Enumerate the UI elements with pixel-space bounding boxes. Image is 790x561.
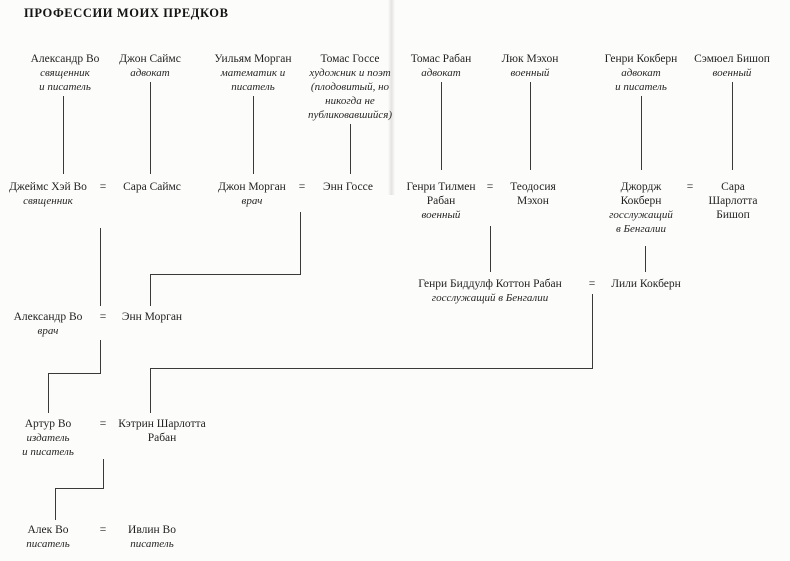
person-tomas-raban: Томас Рабан адвокат bbox=[381, 52, 501, 80]
person-profession: врач bbox=[37, 325, 59, 337]
person-profession: адвокат и писатель bbox=[615, 67, 667, 93]
person-name: Александр Во bbox=[13, 311, 83, 323]
person-profession: военный bbox=[421, 209, 461, 221]
page-fold-shadow bbox=[388, 0, 395, 195]
person-profession: военный bbox=[510, 67, 550, 79]
person-profession: госслужащий в Бенгалии bbox=[431, 292, 549, 304]
person-semyuel-bishop: Сэмюел Бишоп военный bbox=[672, 52, 790, 80]
person-name: Энн Морган bbox=[121, 311, 183, 323]
connector-line bbox=[55, 488, 56, 520]
connector-line bbox=[300, 212, 301, 274]
connector-line bbox=[641, 96, 642, 170]
person-name: Томас Рабан bbox=[410, 53, 472, 65]
person-name: Сэмюел Бишоп bbox=[694, 53, 770, 65]
connector-line bbox=[645, 246, 646, 272]
connector-line bbox=[350, 124, 351, 174]
person-artur-vo: Артур Во издатель и писатель bbox=[0, 417, 98, 459]
person-name: Сара Саймс bbox=[123, 181, 181, 193]
diagram-title: ПРОФЕССИИ МОИХ ПРЕДКОВ bbox=[24, 6, 229, 20]
person-profession: художник и поэт (плодовитый, но никогда … bbox=[307, 67, 393, 121]
person-name: Уильям Морган bbox=[214, 53, 292, 65]
connector-line bbox=[592, 294, 593, 368]
connector-line bbox=[63, 96, 64, 174]
person-genri-biddulf-kotton-raban: Генри Биддулф Коттон Рабан госслужащий в… bbox=[390, 277, 590, 305]
person-profession: адвокат bbox=[130, 67, 170, 79]
person-profession: адвокат bbox=[421, 67, 461, 79]
connector-line bbox=[150, 274, 151, 306]
person-profession: священник и писатель bbox=[39, 67, 91, 93]
connector-line bbox=[490, 226, 491, 272]
person-name: Генри Биддулф Коттон Рабан bbox=[418, 278, 562, 290]
connector-line bbox=[150, 274, 301, 275]
person-name: Ивлин Во bbox=[128, 524, 176, 536]
person-genri-tilmen-raban: Генри Тилмен Рабан военный bbox=[391, 180, 491, 222]
connector-line bbox=[48, 373, 49, 413]
connector-line bbox=[100, 228, 101, 306]
person-genri-kokbern: Генри Кокберн адвокат и писатель bbox=[581, 52, 701, 94]
person-sara-sharlotta-bishop: Сара Шарлотта Бишоп bbox=[688, 180, 778, 222]
person-name: Лили Кокберн bbox=[611, 278, 681, 290]
marriage-sign: = bbox=[486, 181, 494, 193]
person-profession: издатель и писатель bbox=[22, 432, 74, 458]
person-aleksandr-vo-doctor: Александр Во врач bbox=[0, 310, 98, 338]
person-name: Кэтрин Шарлотта Рабан bbox=[118, 418, 206, 444]
connector-line bbox=[441, 82, 442, 170]
connector-line bbox=[150, 368, 151, 413]
connector-line bbox=[100, 340, 101, 373]
connector-line bbox=[55, 488, 104, 489]
connector-line bbox=[530, 82, 531, 170]
person-sara-sayms: Сара Саймс bbox=[102, 180, 202, 194]
person-name: Генри Кокберн bbox=[604, 53, 678, 65]
person-lyuk-mehon: Люк Мэхон военный bbox=[470, 52, 590, 80]
connector-line bbox=[48, 373, 101, 374]
connector-line bbox=[253, 96, 254, 174]
person-dzhon-sayms: Джон Саймс адвокат bbox=[90, 52, 210, 80]
person-name: Энн Госсе bbox=[323, 181, 373, 193]
person-ivlin-vo: Ивлин Во писатель bbox=[102, 523, 202, 551]
person-profession: писатель bbox=[130, 538, 174, 550]
person-dzhordzh-kokbern: Джордж Кокберн госслужащий в Бенгалии bbox=[593, 180, 689, 236]
person-uilyam-morgan: Уильям Морган математик и писатель bbox=[193, 52, 313, 94]
person-teodosiya-mehon: Теодосия Мэхон bbox=[488, 180, 578, 208]
person-profession: математик и писатель bbox=[220, 67, 286, 93]
person-alek-vo: Алек Во писатель bbox=[0, 523, 98, 551]
person-name: Алек Во bbox=[27, 524, 69, 536]
connector-line bbox=[732, 82, 733, 170]
person-name: Александр Во bbox=[30, 53, 100, 65]
person-tomas-gosse: Томас Госсе художник и поэт (плодовитый,… bbox=[290, 52, 410, 122]
person-name: Артур Во bbox=[24, 418, 72, 430]
person-profession: госслужащий в Бенгалии bbox=[609, 209, 673, 235]
person-name: Джеймс Хэй Во bbox=[9, 181, 87, 193]
person-aleksandr-vo-elder: Александр Во священник и писатель bbox=[5, 52, 125, 94]
person-name: Теодосия Мэхон bbox=[510, 181, 556, 207]
person-name: Джон Саймс bbox=[119, 53, 181, 65]
person-dzhon-morgan: Джон Морган врач bbox=[202, 180, 302, 208]
marriage-sign: = bbox=[99, 311, 107, 323]
person-name: Томас Госсе bbox=[320, 53, 380, 65]
connector-line bbox=[150, 82, 151, 174]
person-name: Джон Морган bbox=[218, 181, 286, 193]
person-name: Люк Мэхон bbox=[501, 53, 559, 65]
marriage-sign: = bbox=[588, 278, 596, 290]
person-profession: военный bbox=[712, 67, 752, 79]
person-name: Сара Шарлотта Бишоп bbox=[708, 181, 758, 221]
person-enn-gosse: Энн Госсе bbox=[298, 180, 398, 194]
marriage-sign: = bbox=[99, 181, 107, 193]
marriage-sign: = bbox=[99, 418, 107, 430]
person-dzheyms-hey-vo: Джеймс Хэй Во священник bbox=[0, 180, 103, 208]
person-lili-kokbern: Лили Кокберн bbox=[591, 277, 701, 291]
marriage-sign: = bbox=[298, 181, 306, 193]
person-name: Генри Тилмен Рабан bbox=[406, 181, 476, 207]
marriage-sign: = bbox=[99, 524, 107, 536]
person-ketrin-sharlotta-raban: Кэтрин Шарлотта Рабан bbox=[107, 417, 217, 445]
person-name: Джордж Кокберн bbox=[620, 181, 662, 207]
person-enn-morgan: Энн Морган bbox=[102, 310, 202, 324]
person-profession: писатель bbox=[26, 538, 70, 550]
connector-line bbox=[103, 459, 104, 488]
person-profession: врач bbox=[241, 195, 263, 207]
person-profession: священник bbox=[23, 195, 73, 207]
connector-line bbox=[150, 368, 593, 369]
marriage-sign: = bbox=[686, 181, 694, 193]
